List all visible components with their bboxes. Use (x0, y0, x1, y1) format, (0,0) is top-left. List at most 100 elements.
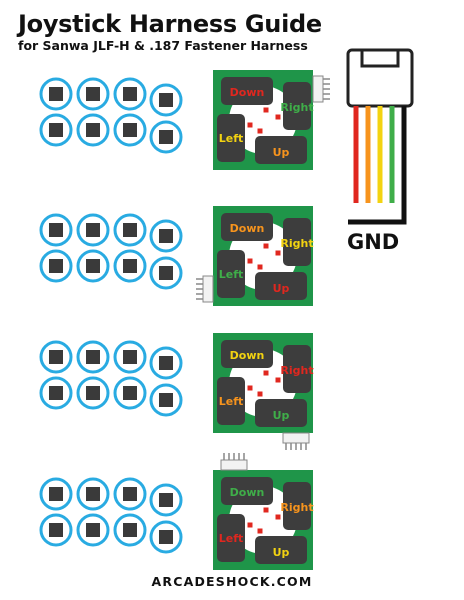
switch-label-up: Up (273, 146, 290, 159)
arcade-button (149, 483, 183, 517)
pcb-connector (312, 75, 330, 103)
page-subtitle: for Sanwa JLF-H & .187 Fastener Harness (18, 38, 308, 53)
pcb-connector (196, 275, 214, 303)
switch-label-right: Right (280, 501, 313, 514)
arcade-button (39, 477, 73, 511)
solder-point (257, 391, 263, 397)
switch-left: Left (217, 114, 253, 162)
arcade-button (76, 477, 110, 511)
configurations: DownRightLeftUpDownRightLeftUpDownRightL… (39, 70, 330, 570)
solder-point (257, 264, 263, 270)
arcade-button (113, 77, 147, 111)
switch-label-right: Right (280, 364, 313, 377)
solder-point (275, 377, 281, 383)
switch-label-right: Right (280, 237, 313, 250)
arcade-button (76, 77, 110, 111)
arcade-button (39, 340, 73, 374)
wire-ground (348, 106, 407, 225)
arcade-button (39, 213, 73, 247)
arcade-button (39, 513, 73, 547)
arcade-button (113, 340, 147, 374)
switch-right: Right (275, 482, 314, 530)
arcade-button (76, 376, 110, 410)
solder-point (263, 507, 269, 513)
arcade-button (149, 256, 183, 290)
arcade-button (76, 249, 110, 283)
solder-point (257, 128, 263, 134)
button-layout (39, 77, 183, 154)
switch-label-down: Down (230, 349, 265, 362)
switch-label-left: Left (219, 268, 244, 281)
switch-down: Down (221, 213, 273, 249)
solder-point (263, 370, 269, 376)
pcb-connector (220, 453, 248, 471)
switch-right: Right (275, 82, 314, 130)
switch-down: Down (221, 477, 273, 513)
solder-point (247, 122, 253, 128)
switch-right: Right (275, 218, 314, 266)
button-layout (39, 477, 183, 554)
switch-label-left: Left (219, 132, 244, 145)
solder-point (275, 514, 281, 520)
arcade-button (113, 513, 147, 547)
harness-connector (346, 48, 414, 225)
arcade-button (39, 376, 73, 410)
arcade-button (149, 520, 183, 554)
switch-up: Up (255, 264, 307, 300)
solder-point (275, 250, 281, 256)
switch-label-up: Up (273, 546, 290, 559)
arcade-button (113, 376, 147, 410)
solder-point (247, 522, 253, 528)
arcade-button (149, 383, 183, 417)
switch-left: Left (217, 377, 253, 425)
button-layout (39, 213, 183, 290)
button-layout (39, 340, 183, 417)
arcade-button (113, 213, 147, 247)
switch-up: Up (255, 391, 307, 427)
switch-down: Down (221, 77, 273, 113)
arcade-button (39, 77, 73, 111)
switch-right: Right (275, 345, 314, 393)
switch-up: Up (255, 528, 307, 564)
pcb-connector (282, 432, 310, 450)
solder-point (275, 114, 281, 120)
arcade-button (149, 219, 183, 253)
switch-label-right: Right (280, 101, 313, 114)
arcade-button (149, 120, 183, 154)
switch-left: Left (217, 250, 253, 298)
switch-label-left: Left (219, 532, 244, 545)
switch-label-up: Up (273, 282, 290, 295)
switch-label-down: Down (230, 222, 265, 235)
arcade-button (113, 477, 147, 511)
switch-label-up: Up (273, 409, 290, 422)
solder-point (263, 243, 269, 249)
footer-website: ARCADESHOCK.COM (151, 574, 313, 589)
solder-point (247, 258, 253, 264)
arcade-button (39, 113, 73, 147)
switch-label-down: Down (230, 486, 265, 499)
page-title: Joystick Harness Guide (18, 10, 322, 38)
arcade-button (76, 513, 110, 547)
arcade-button (113, 113, 147, 147)
switch-left: Left (217, 514, 253, 562)
switch-up: Up (255, 128, 307, 164)
arcade-button (39, 249, 73, 283)
arcade-button (113, 249, 147, 283)
arcade-button (76, 340, 110, 374)
harness-wires (348, 106, 407, 225)
arcade-button (76, 213, 110, 247)
gnd-label: GND (347, 230, 399, 254)
switch-label-down: Down (230, 86, 265, 99)
solder-point (247, 385, 253, 391)
arcade-button (149, 83, 183, 117)
arcade-button (76, 113, 110, 147)
connector-latch (360, 48, 400, 68)
arcade-button (149, 346, 183, 380)
solder-point (263, 107, 269, 113)
switch-down: Down (221, 340, 273, 376)
